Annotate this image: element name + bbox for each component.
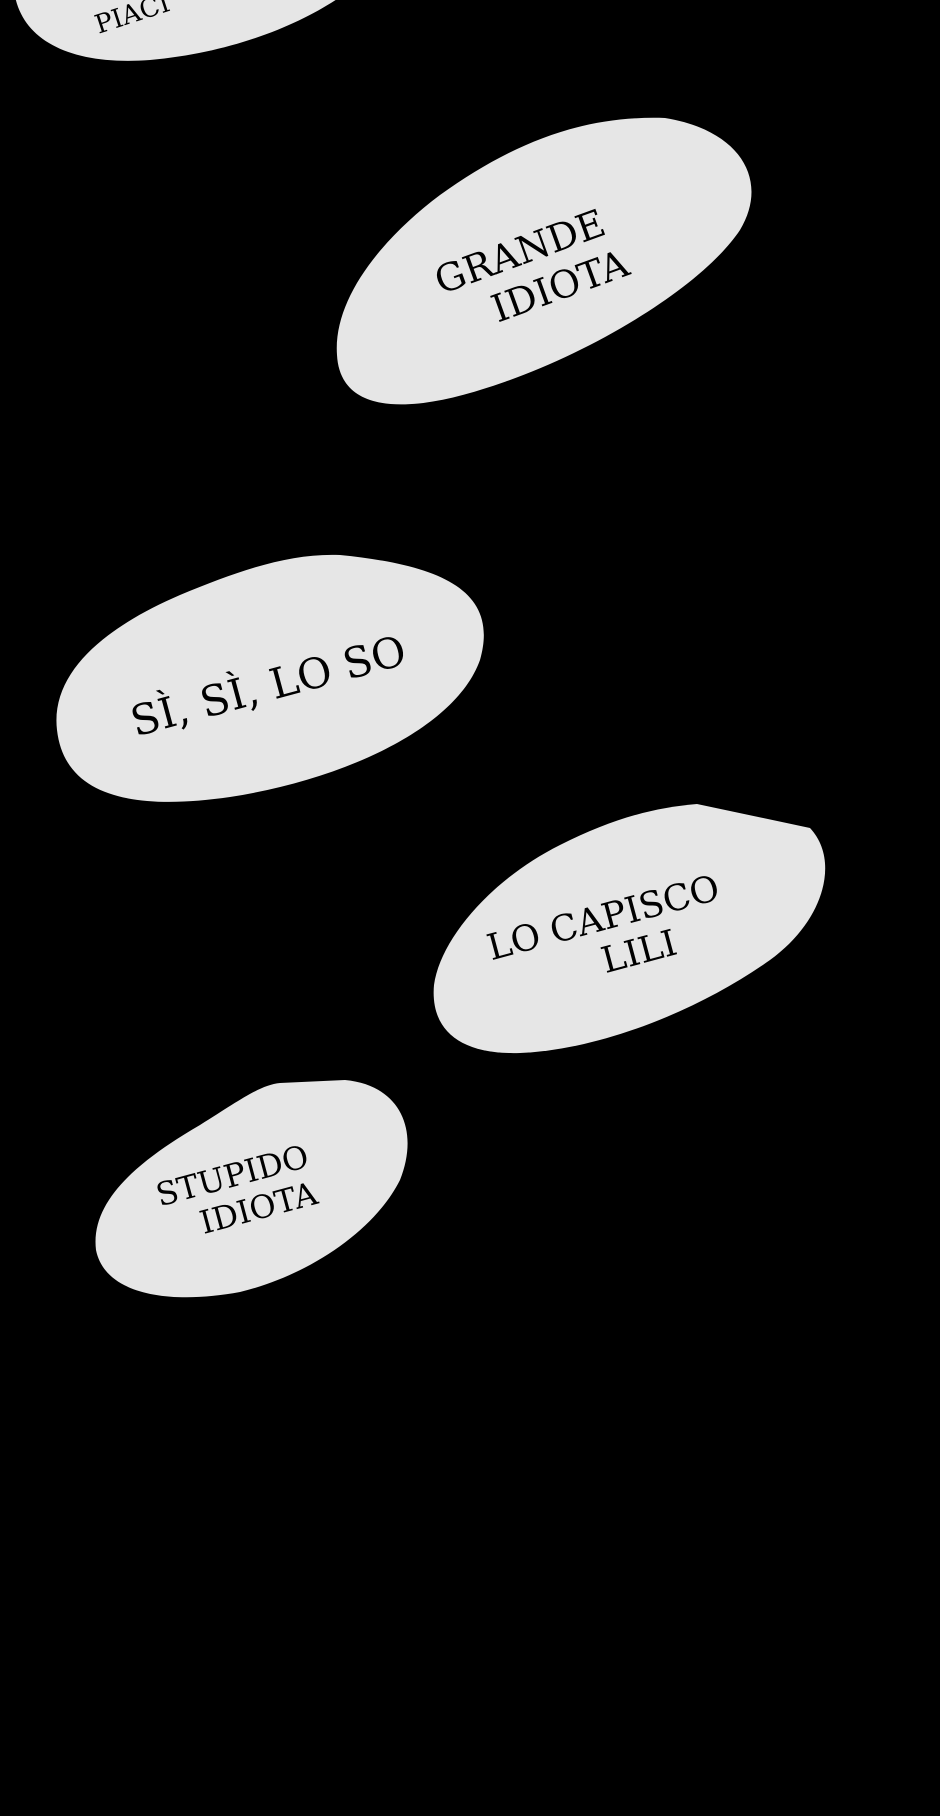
speech-bubble-lo-capisco-lili: LO CAPISCO LILI (433, 804, 826, 1054)
speech-bubble-stupido-idiota: STUPIDO IDIOTA (95, 1080, 408, 1298)
speech-bubble-top: PIACI (15, 0, 336, 61)
speech-bubble-grande-idiota: GRANDE IDIOTA (336, 117, 752, 405)
speech-bubble-si-si-lo-so: SÌ, SÌ, LO SO (56, 554, 484, 802)
